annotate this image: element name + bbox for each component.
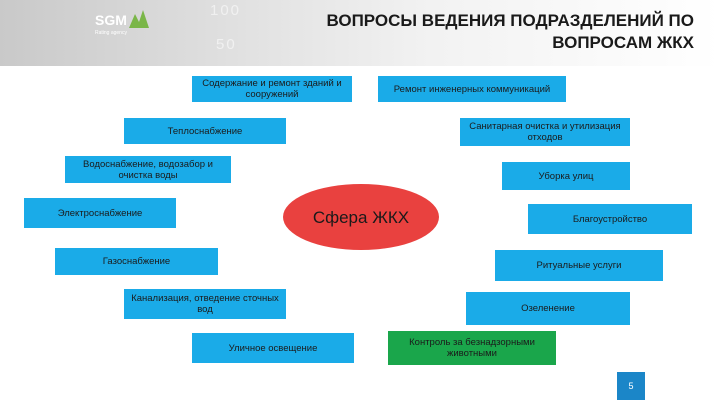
box-sewerage: Канализация, отведение сточных вод (124, 289, 286, 319)
logo-subtitle: Rating agency (95, 30, 127, 36)
box-heating: Теплоснабжение (124, 118, 286, 144)
box-street-cleaning: Уборка улиц (502, 162, 630, 190)
box-sanitation: Санитарная очистка и утилизация отходов (460, 118, 630, 146)
box-gas-supply: Газоснабжение (55, 248, 218, 275)
logo-mark-icon (129, 10, 149, 28)
box-utility-repair: Ремонт инженерных коммуникаций (378, 76, 566, 102)
box-street-lighting: Уличное освещение (192, 333, 354, 363)
ghost-number-mid: 50 (216, 36, 237, 53)
box-landscaping: Благоустройство (528, 204, 692, 234)
page-number-badge: 5 (617, 372, 645, 400)
box-stray-animal-control: Контроль за безнадзорными животными (388, 331, 556, 365)
page-title: ВОПРОСЫ ВЕДЕНИЯ ПОДРАЗДЕЛЕНИЙ ПО ВОПРОСА… (326, 11, 694, 52)
box-building-maintenance: Содержание и ремонт зданий и сооружений (192, 76, 352, 102)
logo: SGM Rating agency (95, 8, 151, 36)
ghost-number-top: 100 (210, 2, 242, 19)
center-ellipse: Сфера ЖКХ (283, 184, 439, 250)
box-funeral-services: Ритуальные услуги (495, 250, 663, 281)
box-electricity: Электроснабжение (24, 198, 176, 228)
header-band: 100 50 SGM Rating agency ВОПРОСЫ ВЕДЕНИЯ… (0, 0, 720, 66)
box-water-supply: Водоснабжение, водозабор и очистка воды (65, 156, 231, 183)
logo-text: SGM (95, 12, 127, 28)
box-greenery: Озеленение (466, 292, 630, 325)
